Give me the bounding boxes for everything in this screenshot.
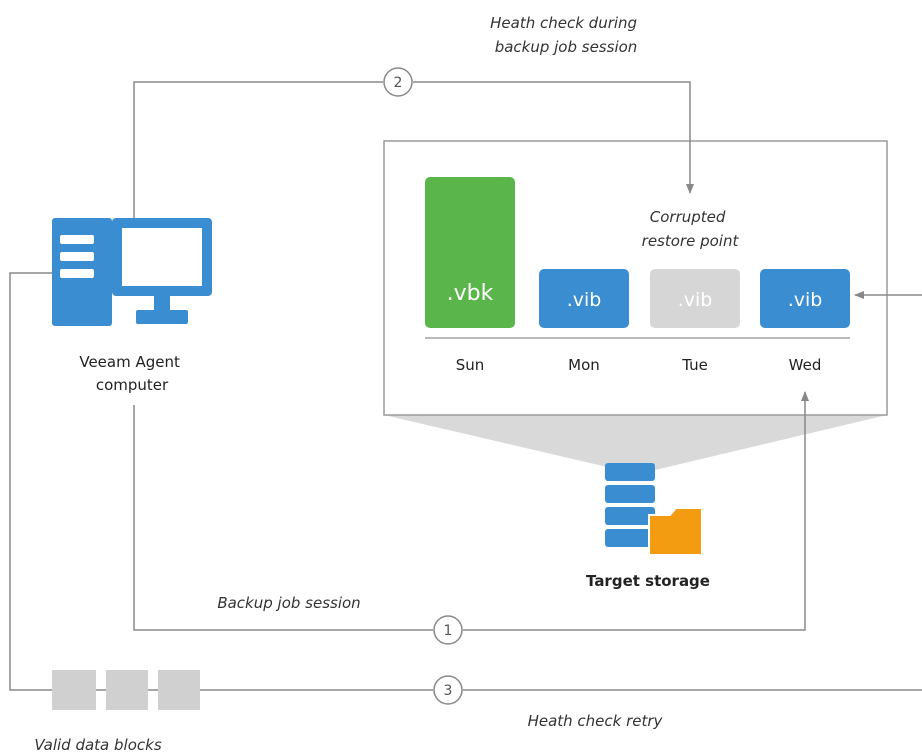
- vib-block: [539, 269, 629, 328]
- valid-data-blocks-label: Valid data blocks: [34, 736, 161, 754]
- data-block: [106, 670, 148, 710]
- restore-point-full: .vbk Sun: [425, 177, 515, 374]
- svg-text:1: 1: [444, 623, 453, 639]
- target-storage-icon: [605, 463, 703, 556]
- health-check-label: Heath check during backup job session: [490, 14, 642, 56]
- health-check-retry-label: Heath check retry: [528, 712, 664, 730]
- target-storage-label: Target storage: [586, 572, 710, 590]
- restore-point-corrupted: .vib Tue: [650, 269, 740, 374]
- svg-text:.vib: .vib: [678, 289, 713, 311]
- health-check-line: [133, 81, 690, 218]
- svg-text:.vib: .vib: [567, 289, 602, 311]
- retry-line: [9, 272, 922, 691]
- backup-job-line: [133, 392, 805, 631]
- restore-point-increment: .vib Mon: [539, 269, 629, 374]
- svg-text:.vib: .vib: [788, 289, 823, 311]
- svg-text:Wed: Wed: [789, 356, 822, 374]
- step-1-marker: 1: [433, 615, 463, 645]
- storage-funnel: [384, 415, 887, 470]
- vib-block: [760, 269, 850, 328]
- vbk-block: [425, 177, 515, 328]
- backup-job-session-label: Backup job session: [217, 594, 360, 612]
- corrupted-point-label: Corrupted restore point: [642, 208, 740, 250]
- vib-block: [650, 269, 740, 328]
- data-block: [158, 670, 200, 710]
- step-3-marker: 3: [433, 675, 463, 705]
- svg-text:Tue: Tue: [681, 356, 708, 374]
- svg-text:3: 3: [444, 683, 453, 699]
- svg-text:Mon: Mon: [568, 356, 600, 374]
- agent-computer-label: Veeam Agent computer: [79, 353, 184, 394]
- restore-point-increment: .vib Wed: [760, 269, 850, 374]
- data-block: [52, 670, 96, 710]
- svg-text:Sun: Sun: [456, 356, 485, 374]
- step-2-marker: 2: [383, 67, 413, 97]
- computer-icon: [52, 218, 212, 326]
- svg-text:2: 2: [394, 75, 403, 91]
- svg-text:.vbk: .vbk: [447, 281, 494, 306]
